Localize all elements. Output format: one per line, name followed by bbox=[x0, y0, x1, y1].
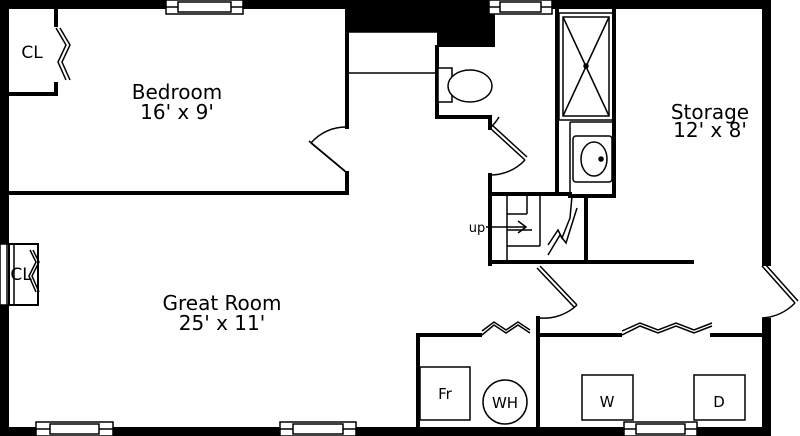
bedroom-name: Bedroom bbox=[132, 80, 222, 104]
windows bbox=[0, 0, 698, 436]
door-bedroom bbox=[308, 126, 348, 174]
bifold-utility-right bbox=[621, 322, 713, 336]
storage-name: Storage bbox=[671, 100, 749, 124]
exterior-walls bbox=[0, 0, 771, 436]
bedroom-closet-label: CL bbox=[21, 43, 43, 63]
dryer: D bbox=[693, 374, 746, 421]
window-bottom-right bbox=[623, 421, 698, 436]
bedroom-size: 16' x 9' bbox=[140, 100, 214, 124]
window-bottom-middle bbox=[279, 421, 357, 436]
bifold-doors bbox=[28, 27, 713, 336]
water-heater: WH bbox=[482, 379, 528, 425]
fridge-label: Fr bbox=[438, 385, 453, 403]
storage-size: 12' x 8' bbox=[673, 118, 747, 142]
great-room-closet bbox=[8, 243, 39, 306]
water-heater-label: WH bbox=[492, 394, 518, 412]
shower-stall bbox=[558, 12, 614, 121]
great-room-size: 25' x 11' bbox=[179, 311, 265, 335]
sink bbox=[572, 135, 613, 183]
great-room-name: Great Room bbox=[163, 291, 282, 315]
window-bottom-left bbox=[35, 421, 114, 436]
washer: W bbox=[581, 374, 634, 421]
interior-walls bbox=[7, 7, 764, 429]
fridge: Fr bbox=[419, 366, 471, 421]
window-top-bath bbox=[488, 0, 553, 15]
dryer-label: D bbox=[713, 393, 725, 411]
doors bbox=[308, 116, 799, 319]
bifold-utility-left bbox=[481, 321, 531, 336]
stairs bbox=[486, 195, 578, 260]
toilet bbox=[437, 67, 493, 103]
bifold-bedroom-closet bbox=[55, 27, 71, 81]
thin-walls bbox=[347, 31, 614, 194]
washer-label: W bbox=[600, 393, 615, 411]
door-bath bbox=[489, 116, 528, 176]
door-storage bbox=[761, 263, 799, 319]
window-top-bedroom bbox=[165, 0, 244, 15]
stair-direction-label: up bbox=[469, 221, 486, 236]
window-left-great-room bbox=[0, 243, 15, 306]
bifold-great-room-closet bbox=[28, 249, 40, 293]
great-room-closet-label: CL bbox=[10, 265, 32, 285]
door-utility bbox=[536, 265, 578, 319]
